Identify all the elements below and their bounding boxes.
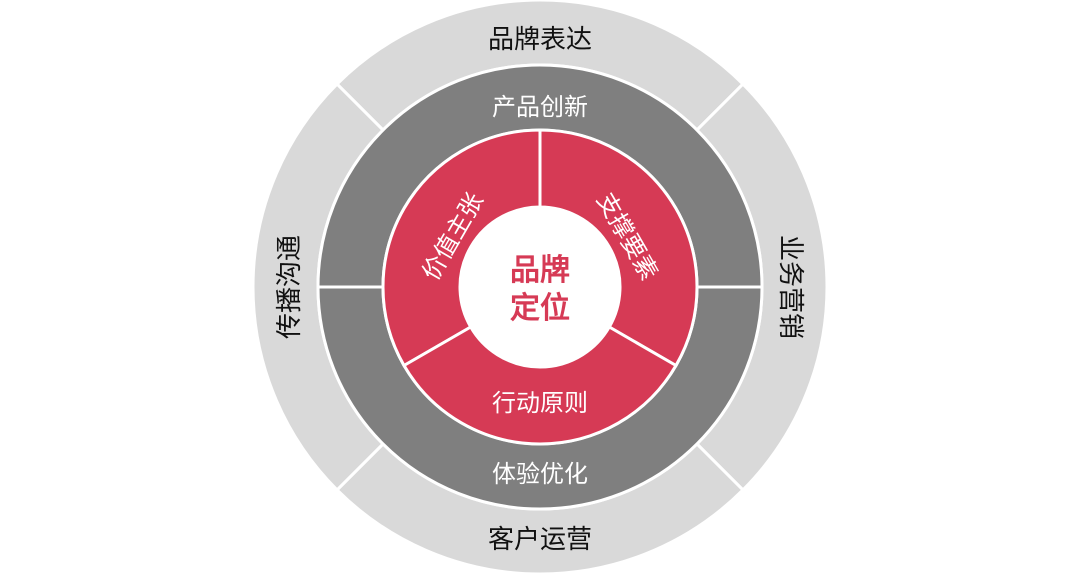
outer-label-bottom: 客户运营 bbox=[488, 525, 592, 555]
outer-label-top: 品牌表达 bbox=[488, 25, 592, 55]
center-title-line2: 定位 bbox=[510, 291, 570, 326]
outer-label-left: 传播沟通 bbox=[275, 235, 305, 339]
center-title-line1: 品牌 bbox=[510, 253, 570, 288]
middle-label-top: 产品创新 bbox=[492, 93, 588, 121]
outer-label-right: 业务营销 bbox=[775, 235, 805, 339]
middle-label-bottom: 体验优化 bbox=[492, 460, 588, 488]
ring-segments bbox=[251, 0, 829, 574]
center-circle bbox=[460, 207, 620, 367]
inner-label-bottom: 行动原则 bbox=[492, 389, 588, 417]
